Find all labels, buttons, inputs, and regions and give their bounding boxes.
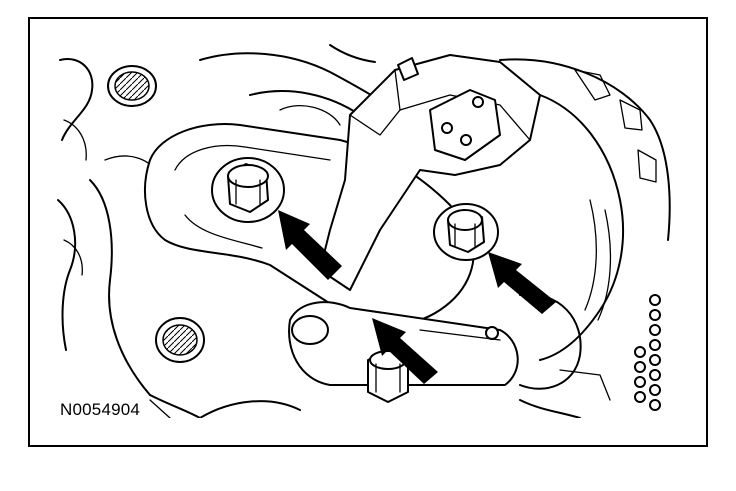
threaded-hole-upper — [107, 65, 157, 107]
threaded-hole-lower — [155, 317, 205, 363]
arrow-2 — [488, 252, 556, 314]
figure-id-label: N0054904 — [58, 400, 143, 420]
figure-frame — [28, 17, 708, 447]
engine-drawing — [57, 44, 671, 418]
vct-housing — [499, 58, 671, 241]
arrow-1 — [278, 210, 342, 280]
arrow-3 — [372, 318, 438, 384]
timing-chain — [634, 294, 661, 411]
bolt-left — [211, 157, 285, 223]
bolt-right — [433, 203, 499, 261]
sensor-plate — [429, 89, 501, 161]
